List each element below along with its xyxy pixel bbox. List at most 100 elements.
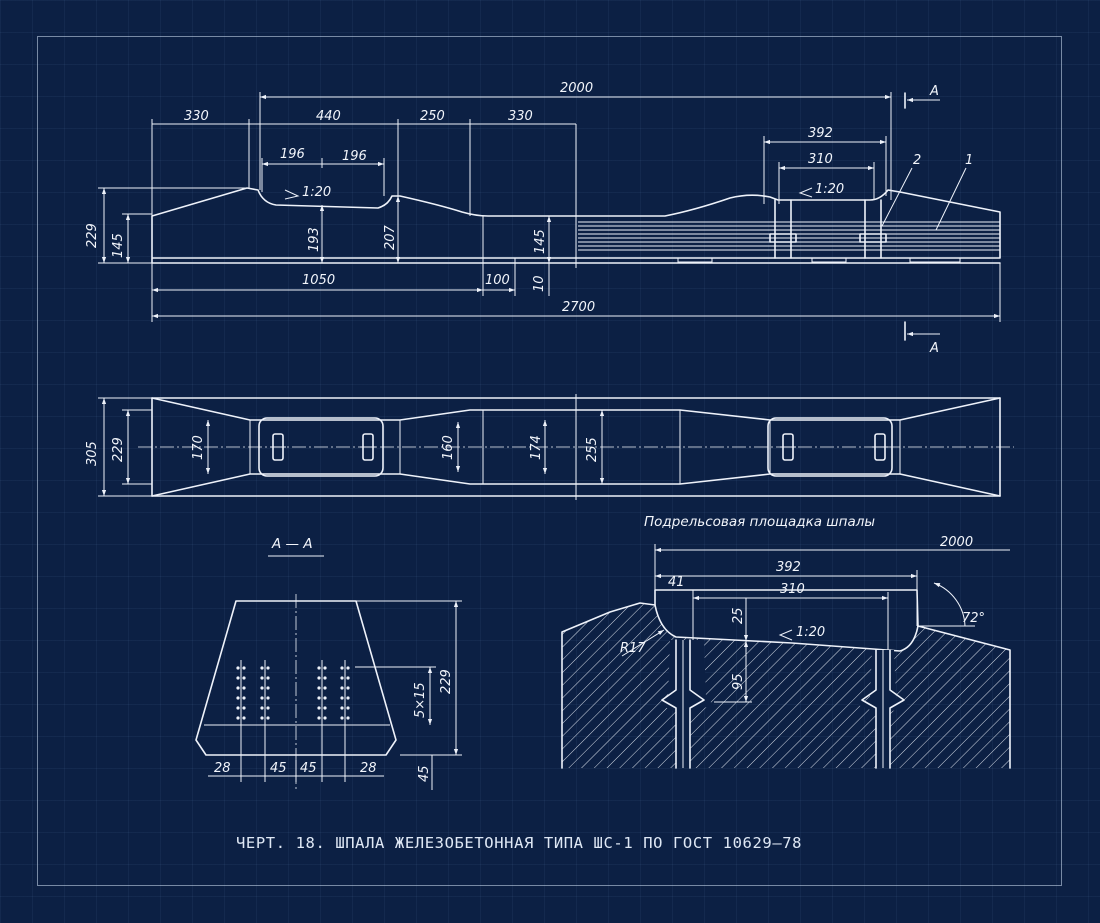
section-aa: А — А 28 45 45 28 5×15	[195, 536, 462, 790]
section-letter-top: А	[929, 84, 939, 99]
wire-dot	[236, 676, 240, 680]
plan-top-taper	[151, 397, 1001, 421]
wire-dot	[317, 666, 321, 670]
dowel-left	[769, 199, 797, 259]
wire-dot	[242, 676, 246, 680]
wire-dot	[323, 706, 327, 710]
radius-r17: R17	[620, 641, 646, 656]
wire-dot	[260, 666, 264, 670]
dim-196-right: 196	[342, 149, 367, 164]
wire-dot	[242, 686, 246, 690]
wire-dot	[323, 716, 327, 720]
dowel-hole-right	[858, 649, 908, 769]
wire-dot	[242, 716, 246, 720]
wire-dot	[260, 676, 264, 680]
leader-1: 1	[965, 153, 973, 168]
prestress-wires	[236, 666, 350, 720]
wire-dot	[236, 706, 240, 710]
dim-207: 207	[383, 224, 398, 250]
section-letter-bottom: А	[929, 341, 939, 356]
wire-dot	[260, 686, 264, 690]
wire-dot	[346, 706, 350, 710]
wire-dot	[260, 716, 264, 720]
bottom-pads	[677, 258, 961, 263]
wire-dot	[340, 676, 344, 680]
wire-dot	[317, 686, 321, 690]
wire-dot	[266, 666, 270, 670]
plan-dimensions: 305 229 170 160 174 255	[85, 397, 605, 497]
wire-dot	[236, 716, 240, 720]
angle-72: 72°	[962, 611, 985, 626]
dim-45-left: 45	[270, 761, 287, 776]
dim-100: 100	[485, 273, 510, 288]
dim-145-left: 145	[111, 233, 126, 258]
wire-dot	[346, 666, 350, 670]
dim-1050: 1050	[302, 273, 335, 288]
dim-2000: 2000	[560, 81, 593, 96]
dim-2000-seat: 2000	[940, 535, 973, 550]
wire-dot	[340, 686, 344, 690]
wire-dot	[266, 696, 270, 700]
wire-dot	[346, 716, 350, 720]
wire-dot	[340, 666, 344, 670]
dim-45-bottom: 45	[417, 765, 432, 782]
dim-174: 174	[529, 435, 544, 460]
wire-dot	[242, 706, 246, 710]
dim-28-right: 28	[360, 761, 377, 776]
drawing-frame	[37, 36, 1062, 886]
dim-5x15: 5×15	[413, 682, 428, 718]
dim-229-left: 229	[85, 223, 100, 248]
reinforcement-lines	[578, 221, 1000, 251]
wire-dot	[317, 696, 321, 700]
dim-25: 25	[731, 607, 746, 624]
wire-dot	[340, 716, 344, 720]
wire-dot	[323, 666, 327, 670]
wire-dot	[323, 686, 327, 690]
plan-view: 305 229 170 160 174 255	[85, 394, 1014, 500]
dim-160: 160	[441, 435, 456, 460]
dim-41: 41	[668, 575, 685, 590]
section-marker-top: А	[904, 84, 940, 109]
wire-dot	[260, 696, 264, 700]
section-aa-title: А — А	[271, 536, 313, 552]
dim-440: 440	[316, 109, 341, 124]
wire-dot	[266, 716, 270, 720]
slope-symbol-seat	[778, 629, 793, 641]
slope-right: 1:20	[815, 182, 844, 197]
rail-seat-title: Подрельсовая площадка шпалы	[644, 514, 875, 530]
slope-symbol-left	[284, 189, 300, 200]
dim-45-right: 45	[300, 761, 317, 776]
wire-dot	[266, 676, 270, 680]
drawing-caption: ЧЕРТ. 18. ШПАЛА ЖЕЛЕЗОБЕТОННАЯ ТИПА ШС-1…	[236, 834, 802, 852]
wire-dot	[266, 686, 270, 690]
slope-symbol-right	[798, 187, 813, 198]
rail-seat-hatching	[562, 603, 1010, 768]
dim-310-seat: 310	[780, 582, 805, 597]
wire-dot	[346, 686, 350, 690]
sleeper-elevation-outline	[151, 187, 1001, 264]
wire-dot	[260, 706, 264, 710]
plan-bottom-taper	[151, 473, 1001, 497]
dim-229-plan: 229	[111, 437, 126, 462]
section-marker-bottom: А	[904, 321, 940, 356]
wire-dot	[317, 706, 321, 710]
dim-145-center: 145	[533, 229, 548, 254]
dim-310: 310	[808, 152, 833, 167]
dim-10: 10	[532, 275, 547, 292]
rail-seat-right	[767, 417, 893, 477]
wire-dot	[317, 676, 321, 680]
slope-left: 1:20	[302, 185, 331, 200]
wire-dot	[346, 676, 350, 680]
slope-seat: 1:20	[796, 625, 825, 640]
dim-330-right: 330	[508, 109, 533, 124]
dim-392: 392	[808, 126, 833, 141]
wire-dot	[236, 686, 240, 690]
section-aa-dimensions: 28 45 45 28 5×15 229 45	[208, 600, 462, 790]
dim-95: 95	[731, 673, 746, 690]
wire-dot	[323, 696, 327, 700]
dowel-holes	[270, 433, 888, 461]
dim-392-seat: 392	[776, 560, 801, 575]
wire-dot	[317, 716, 321, 720]
